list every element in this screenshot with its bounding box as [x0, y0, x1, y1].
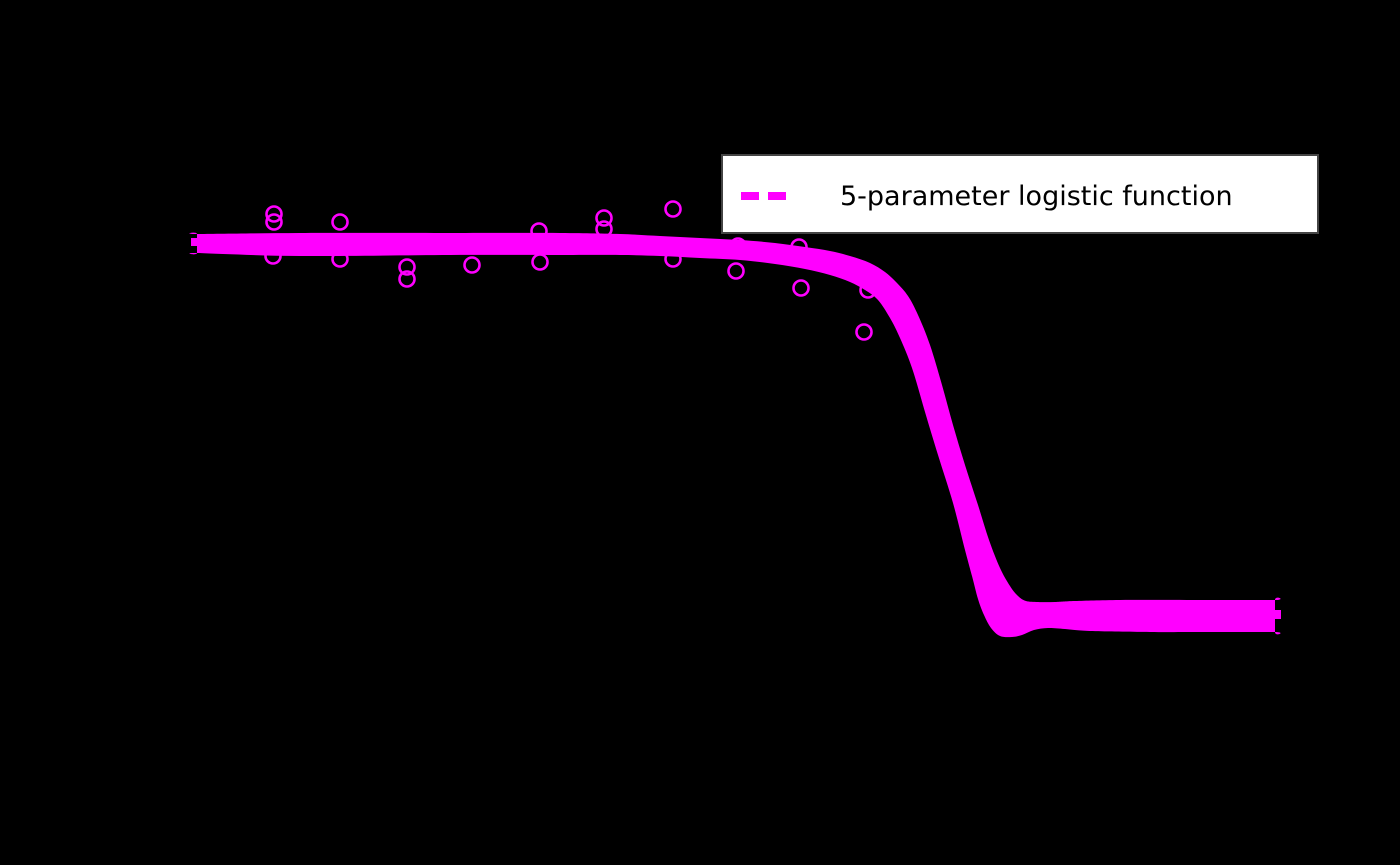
scatter-point [331, 213, 349, 231]
scatter-point [398, 270, 416, 288]
scatter-point [265, 205, 283, 223]
scatter-point [463, 256, 481, 274]
curve-end-dash [1275, 610, 1281, 619]
scatter-point [729, 237, 747, 255]
scatter-point [790, 238, 808, 256]
scatter-point [664, 200, 682, 218]
scatter-point [855, 323, 873, 341]
scatter-point [530, 222, 548, 240]
scatter-point [859, 281, 877, 299]
scatter-point [264, 247, 282, 265]
scatter-point [595, 220, 613, 238]
scatter-point [331, 250, 349, 268]
scatter-points [264, 200, 877, 341]
scatter-point [265, 213, 283, 231]
curve-end-dash [191, 238, 199, 246]
scatter-point [531, 253, 549, 271]
scatter-point [664, 250, 682, 268]
legend-box [721, 154, 1319, 234]
legend-label: 5-parameter logistic function [840, 181, 1233, 212]
scatter-point [727, 262, 745, 280]
fit-curve-band [189, 232, 1281, 638]
legend: 5-parameter logistic function [721, 154, 1319, 234]
scatter-point [398, 258, 416, 276]
scatter-point [595, 209, 613, 227]
scatter-point [792, 279, 810, 297]
